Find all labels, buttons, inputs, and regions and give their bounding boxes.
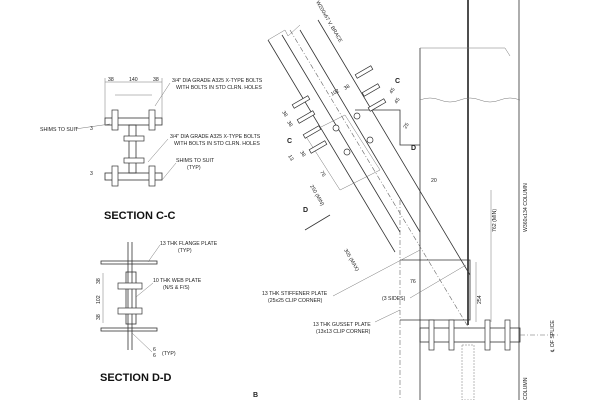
bolt: [111, 109, 119, 131]
brace-break: [267, 24, 301, 41]
leader: [332, 249, 421, 297]
section-d-d: 38 102 38 13 THK FLANGE PLATE (TYP) 10 T…: [96, 241, 218, 384]
web-plate: [125, 271, 137, 325]
gusset-note: (13x13 CLIP CORNER): [316, 329, 371, 335]
leader: [147, 138, 169, 163]
leader: [161, 162, 177, 181]
weld-size: 6: [153, 353, 156, 359]
break-line: [419, 47, 521, 103]
flange-plate: [100, 260, 158, 265]
section-c-c: 38 140 38 3 3 3/4" DIA GRADE A325 X-TYPE…: [40, 77, 263, 222]
bolt: [148, 165, 156, 187]
leader: [154, 82, 171, 107]
bolt: [148, 109, 156, 131]
section-title: SECTION C-C: [104, 210, 176, 222]
bolt-note: 3/4" DIA GRADE A325 X-TYPE BOLTS: [172, 78, 263, 84]
dim-140: 140: [129, 77, 138, 83]
web-note: 10 THK WEB PLATE: [153, 278, 202, 284]
dim-38: 38: [153, 77, 159, 83]
dim: 25: [403, 122, 411, 130]
web-splice: [461, 344, 475, 400]
web: [128, 124, 137, 174]
brace-lines: [267, 19, 471, 276]
stiffener-note: 13 THK STIFFENER PLATE: [262, 291, 328, 297]
leader: [409, 264, 467, 299]
dim: 13: [286, 154, 294, 162]
section-title: SECTION D-D: [100, 372, 172, 384]
dim: 38: [280, 110, 288, 118]
dim: 250 (MIN): [308, 184, 325, 207]
bolt: [353, 112, 361, 120]
leader: [131, 332, 153, 353]
section-mark-c[interactable]: C: [287, 138, 292, 145]
brace-centerline: [289, 29, 471, 331]
dim: 45: [394, 97, 402, 105]
bolt-note: WITH BOLTS IN STD CLRN. HOLES: [176, 85, 262, 91]
flange-note: 13 THK FLANGE PLATE: [160, 241, 218, 247]
section-mark-c[interactable]: C: [395, 78, 400, 85]
gusset-plate: [304, 109, 471, 321]
bolt: [332, 124, 340, 132]
bolt: [366, 136, 374, 144]
column-label: W360x134 COLUMN: [523, 183, 529, 232]
splice-label: ℄ OF SPLICE: [550, 320, 556, 353]
dim: 76: [318, 170, 326, 178]
leader: [135, 282, 154, 298]
section-mark-b[interactable]: B: [253, 392, 258, 399]
section-mark-d[interactable]: D: [411, 145, 416, 152]
dim-38: 38: [96, 314, 102, 320]
dim-38: 38: [108, 77, 114, 83]
dim: 102: [330, 88, 341, 98]
dim-3: 3: [90, 126, 93, 132]
dim: 38: [298, 150, 306, 158]
dim: 38: [343, 84, 351, 92]
stiffener-note: (25x25 CLIP CORNER): [268, 298, 323, 304]
dim: 20: [431, 178, 437, 184]
dim: 762 (MIN): [492, 209, 498, 232]
gusset-note: 13 THK GUSSET PLATE: [313, 322, 371, 328]
flange-plate: [100, 327, 158, 332]
bolt: [343, 148, 351, 156]
weld-note: (3 SIDES): [382, 296, 406, 302]
dim: 254: [477, 295, 483, 304]
dim: 38: [285, 120, 293, 128]
dim: 76: [410, 279, 416, 285]
dim: 45: [389, 87, 397, 95]
leader: [374, 309, 401, 323]
bolt: [117, 307, 143, 315]
bottom-flange-plate: [104, 172, 163, 181]
flange-note: (TYP): [178, 248, 192, 254]
bolt-note: WITH BOLTS IN STD CLRN. HOLES: [174, 141, 260, 147]
weld-typ: (TYP): [162, 351, 176, 357]
bolt: [123, 135, 145, 142]
dim-3: 3: [90, 171, 93, 177]
shims-note: SHIMS TO SUIT: [176, 158, 215, 164]
elevation: W200x67 V. BRACE 102 38 45 45 25 38 38 3…: [253, 0, 560, 400]
dim-38: 38: [96, 278, 102, 284]
dim: 305 (MAX): [342, 248, 360, 273]
column-label: COLUMN: [523, 377, 529, 400]
bolt: [117, 282, 143, 290]
leader: [147, 244, 161, 263]
shims-note: SHIMS TO SUIT: [40, 127, 79, 133]
splice-bolts: [428, 319, 511, 351]
weld-size: 6: [153, 347, 156, 353]
bolt-note: 3/4" DIA GRADE A325 X-TYPE BOLTS: [170, 134, 261, 140]
bolt: [111, 165, 119, 187]
bolt-row: [291, 65, 387, 154]
shims-note: (TYP): [187, 165, 201, 171]
web-note: (N/S & F/S): [163, 285, 190, 291]
dim-102: 102: [96, 295, 102, 304]
bolt: [123, 157, 145, 164]
leader: [74, 123, 111, 130]
splice-plate: [304, 114, 381, 191]
section-mark-d[interactable]: D: [303, 207, 308, 214]
